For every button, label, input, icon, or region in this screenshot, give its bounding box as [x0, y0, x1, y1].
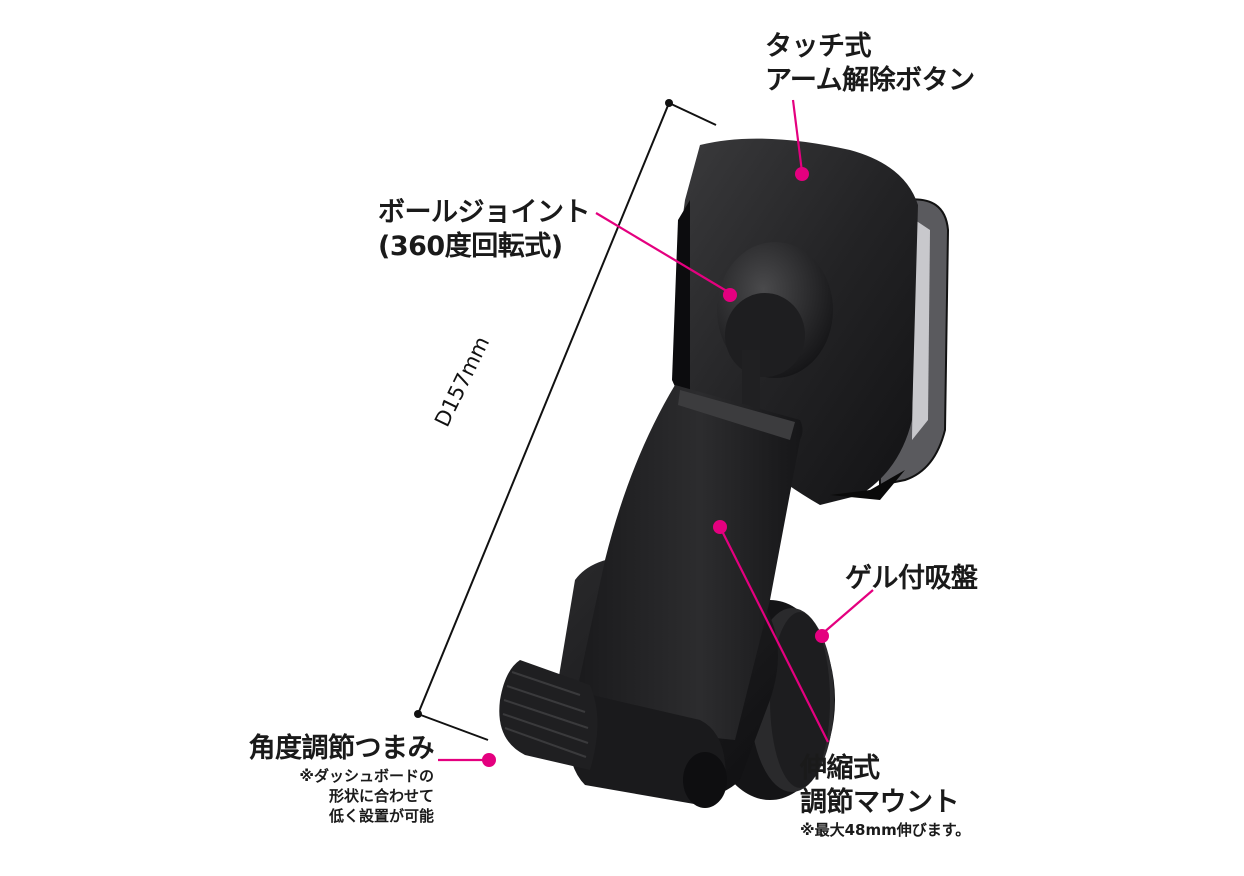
label-touch-release: タッチ式 アーム解除ボタン — [765, 31, 975, 96]
dimension-endpoint-bottom — [414, 710, 422, 718]
ball-joint — [717, 242, 833, 410]
label-angle-knob: 角度調節つまみ ※ダッシュボードの 形状に合わせて 低く設置が可能 — [248, 733, 435, 825]
label-ball-joint: ボールジョイント (360度回転式) — [378, 197, 591, 262]
telescopic-arm — [575, 385, 803, 740]
dimension-line — [417, 102, 717, 741]
callout-dot-gel-suction — [815, 629, 829, 643]
callout-dot-touch-release — [795, 167, 809, 181]
callout-dot-ball-joint — [723, 288, 737, 302]
angle-knob — [499, 660, 598, 770]
callout-dot-telescopic — [713, 520, 727, 534]
label-telescopic: 伸縮式 調節マウント ※最大48mm伸びます。 — [800, 753, 971, 839]
label-gel-suction: ゲル付吸盤 — [845, 563, 978, 594]
dimension-endpoint-top — [665, 99, 673, 107]
callout-lines — [438, 99, 874, 762]
callout-dot-angle-knob — [482, 753, 496, 767]
